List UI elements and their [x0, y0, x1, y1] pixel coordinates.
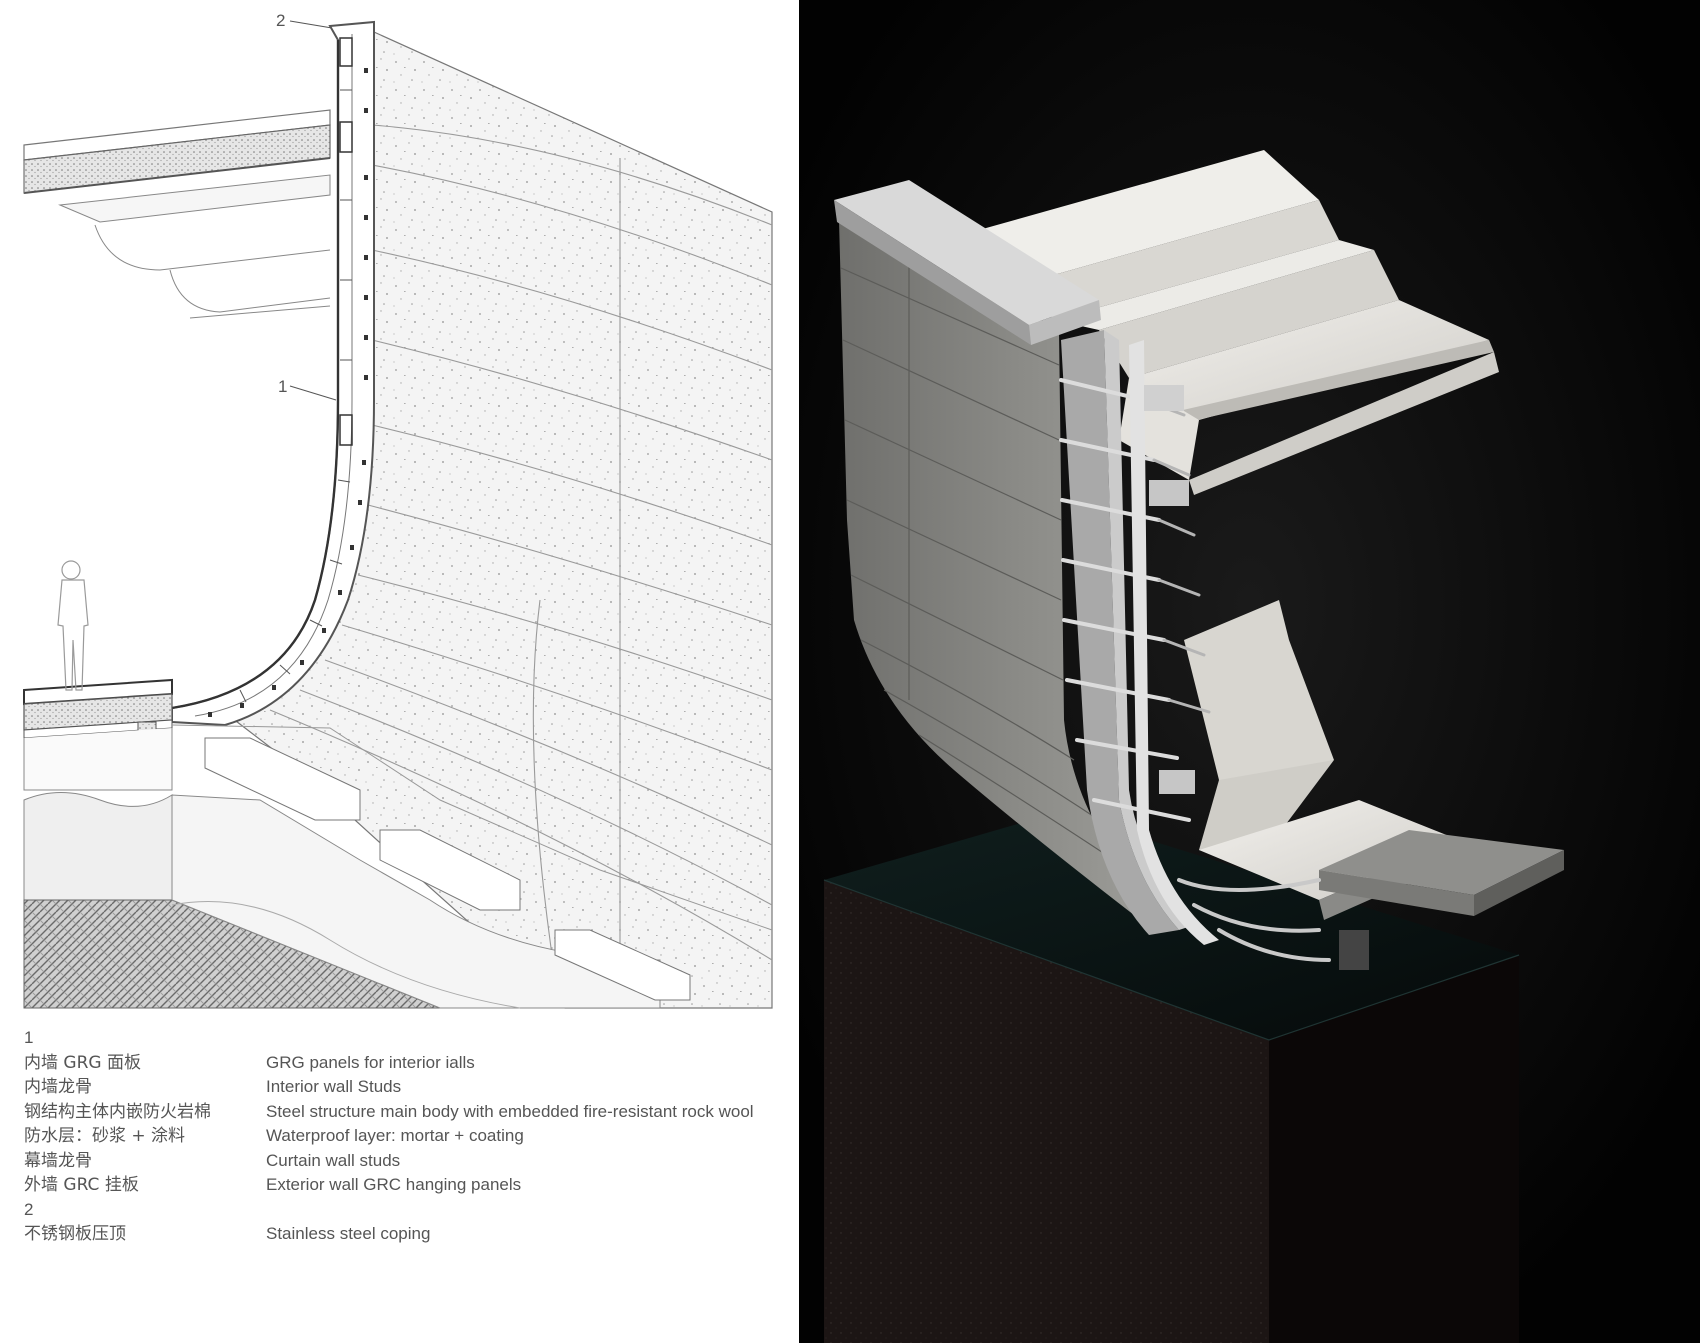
panel-divider: [795, 0, 799, 1343]
callout-1: 1: [278, 377, 287, 396]
legend: 1 内墙 GRG 面板 GRG panels for interior iall…: [24, 1026, 784, 1247]
legend-en: Exterior wall GRC hanging panels: [266, 1175, 522, 1194]
legend-zh: 外墙 GRC 挂板: [24, 1175, 139, 1195]
legend-zh: 内墙 GRG 面板: [24, 1052, 141, 1073]
legend-group-1-number: 1: [24, 1028, 34, 1047]
panel-joints: [269, 124, 773, 1009]
legend-zh: 幕墙龙骨: [24, 1150, 92, 1171]
callout-leaders: [289, 20, 337, 401]
steel-framework: [1059, 330, 1331, 962]
human-figure: [57, 560, 89, 691]
legend-en: Waterproof layer: mortar + coating: [266, 1126, 524, 1145]
legend-en: Steel structure main body with embedded …: [266, 1101, 754, 1121]
legend-row: 不锈钢板压顶 Stainless steel coping: [24, 1222, 784, 1247]
basement: [23, 724, 773, 1009]
legend-row: 内墙 GRG 面板 GRG panels for interior ialls: [24, 1051, 784, 1076]
legend-en: Curtain wall studs: [266, 1150, 401, 1170]
legend-zh: 不锈钢板压顶: [24, 1224, 126, 1244]
lower-slab: [23, 678, 173, 791]
upper-slab: [23, 109, 331, 319]
legend-row: 钢结构主体内嵌防火岩棉 Steel structure main body wi…: [24, 1100, 784, 1125]
callout-2: 2: [276, 11, 285, 30]
legend-zh: 防水层：砂浆 + 涂料: [24, 1126, 186, 1146]
grc-exterior-wall: [839, 220, 1154, 915]
section-drawing: 2 1: [23, 11, 773, 1009]
legend-row: 幕墙龙骨 Curtain wall studs: [24, 1149, 784, 1174]
legend-zh: 内墙龙骨: [24, 1077, 92, 1097]
legend-en: GRG panels for interior ialls: [266, 1052, 475, 1072]
lower-deck: [1184, 600, 1464, 920]
section-drawing-panel: 2 1 1 内墙 GRG 面板 GRG panels for interior …: [0, 0, 795, 1343]
render-panel: [799, 0, 1700, 1343]
stainless-coping: [834, 180, 1101, 345]
legend-en: Interior wall Studs: [266, 1077, 402, 1096]
legend-zh: 钢结构主体内嵌防火岩棉: [24, 1101, 211, 1122]
legend-row: 外墙 GRC 挂板 Exterior wall GRC hanging pane…: [24, 1173, 784, 1198]
legend-group-2-number: 2: [24, 1199, 34, 1219]
concrete-slab: [1319, 830, 1564, 970]
assembly-render: [799, 0, 1700, 1343]
legend-row: 内墙龙骨 Interior wall Studs: [24, 1075, 784, 1100]
legend-row: 防水层：砂浆 + 涂料 Waterproof layer: mortar + c…: [24, 1124, 784, 1149]
legend-en: Stainless steel coping: [266, 1224, 431, 1243]
